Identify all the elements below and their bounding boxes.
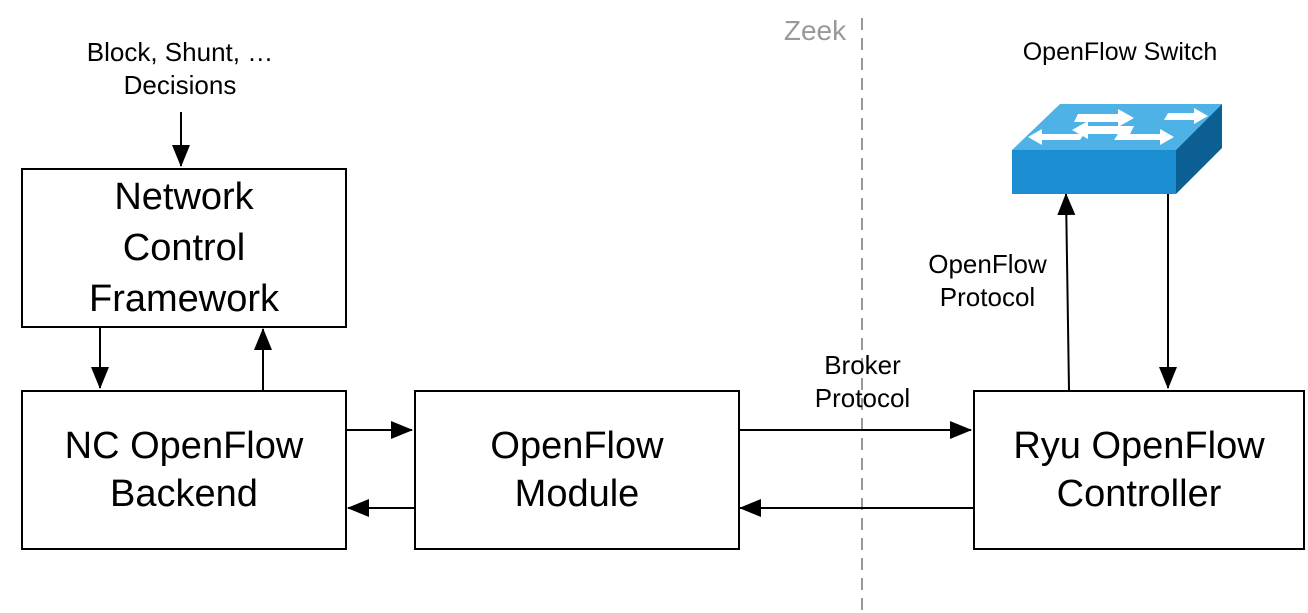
nc-openflow-backend-box: NC OpenFlow Backend bbox=[21, 390, 347, 550]
nc-openflow-backend-label: NC OpenFlow Backend bbox=[64, 425, 304, 515]
ryu-openflow-controller-label: Ryu OpenFlow Controller bbox=[1013, 425, 1265, 515]
openflow-module-label: OpenFlow Module bbox=[490, 425, 664, 515]
broker-protocol-label: Broker Protocol bbox=[814, 350, 911, 413]
network-control-framework-box: Network Control Framework bbox=[21, 168, 347, 328]
decisions-label: Block, Shunt, … Decisions bbox=[86, 37, 274, 100]
openflow-module-box: OpenFlow Module bbox=[414, 390, 740, 550]
zeek-boundary-label: Zeek bbox=[783, 15, 847, 46]
network-control-framework-label: Network Control Framework bbox=[88, 175, 280, 320]
openflow-switch-icon bbox=[1012, 104, 1222, 194]
openflow-protocol-label: OpenFlow Protocol bbox=[928, 249, 1047, 312]
arrow-controller-to-switch bbox=[1057, 193, 1076, 391]
ryu-openflow-controller-box: Ryu OpenFlow Controller bbox=[973, 390, 1305, 550]
openflow-switch-title: OpenFlow Switch bbox=[1022, 38, 1218, 66]
